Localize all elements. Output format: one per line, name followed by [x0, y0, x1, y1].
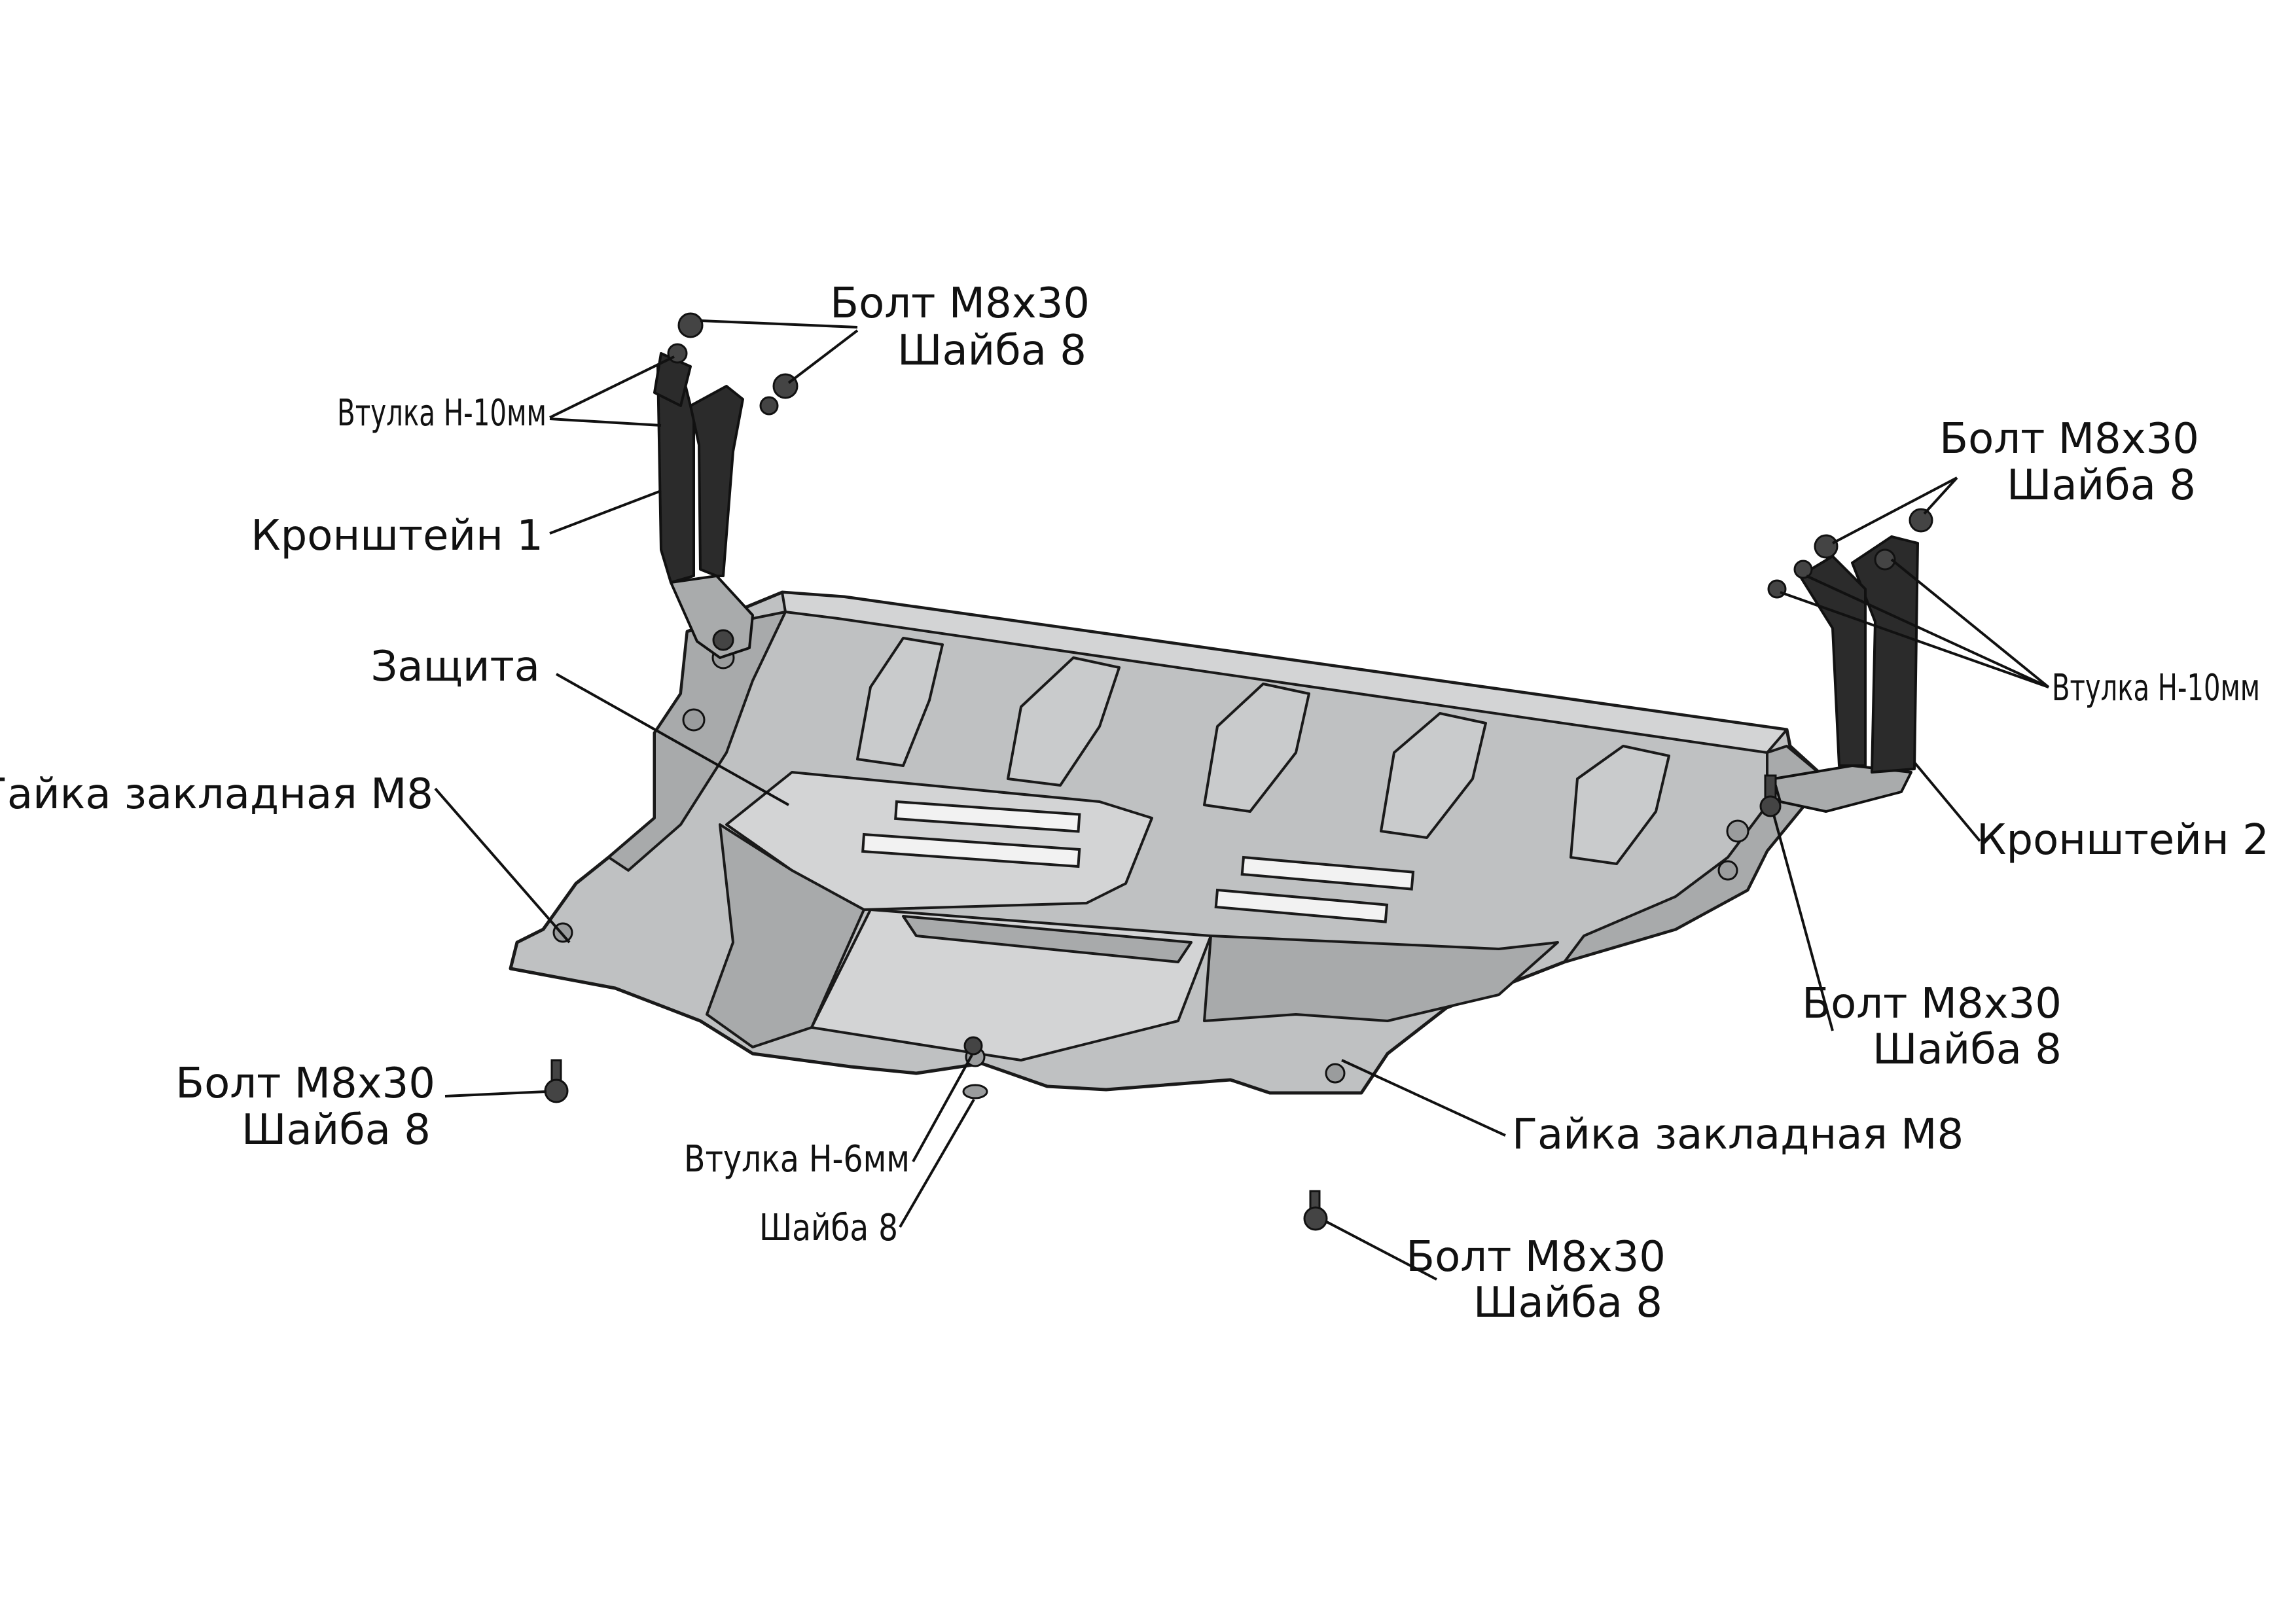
leader-lines	[434, 319, 2050, 1281]
label-bolt-top-right-line2: Шайба 8	[2007, 461, 2196, 510]
label-bolt-bottom-right-line2: Шайба 8	[1473, 1279, 1662, 1327]
label-bolt-bottom-left-line1: Болт М8х30	[175, 1060, 435, 1108]
sleeve-bottom-part	[962, 1036, 988, 1099]
label-washer-bottom: Шайба 8	[759, 1207, 898, 1249]
skid-plate	[509, 590, 1828, 1095]
label-bracket-1: Кронштейн 1	[251, 512, 543, 560]
label-bolt-top-right-line1: Болт М8х30	[1939, 415, 2199, 463]
labels: Болт М8х30 Шайба 8 Втулка Н-10мм Кронште…	[0, 279, 2269, 1327]
label-sleeve-top-right: Втулка Н-10мм	[2052, 667, 2260, 709]
label-protection: Защита	[370, 643, 540, 691]
label-sleeve-top-left: Втулка Н-10мм	[337, 392, 547, 435]
label-bolt-top-left-line2: Шайба 8	[897, 327, 1086, 375]
bolt-loose-right	[1303, 1190, 1328, 1231]
bracket-2	[1759, 508, 1933, 817]
label-nut-right: Гайка закладная М8	[1512, 1111, 1964, 1159]
label-bracket-2: Кронштейн 2	[1977, 816, 2269, 865]
label-sleeve-bottom: Втулка Н-6мм	[684, 1138, 910, 1181]
bolt-loose-left	[544, 1059, 569, 1103]
label-nut-left: Гайка закладная М8	[0, 770, 433, 819]
label-bolt-right-line1: Болт М8х30	[1802, 980, 2062, 1028]
label-bolt-top-left-line1: Болт М8х30	[830, 279, 1090, 328]
label-bolt-right-line2: Шайба 8	[1873, 1026, 2062, 1074]
label-bolt-bottom-right-line1: Болт М8х30	[1406, 1233, 1666, 1281]
label-bolt-bottom-left-line2: Шайба 8	[242, 1106, 431, 1154]
bracket-1	[653, 312, 798, 659]
